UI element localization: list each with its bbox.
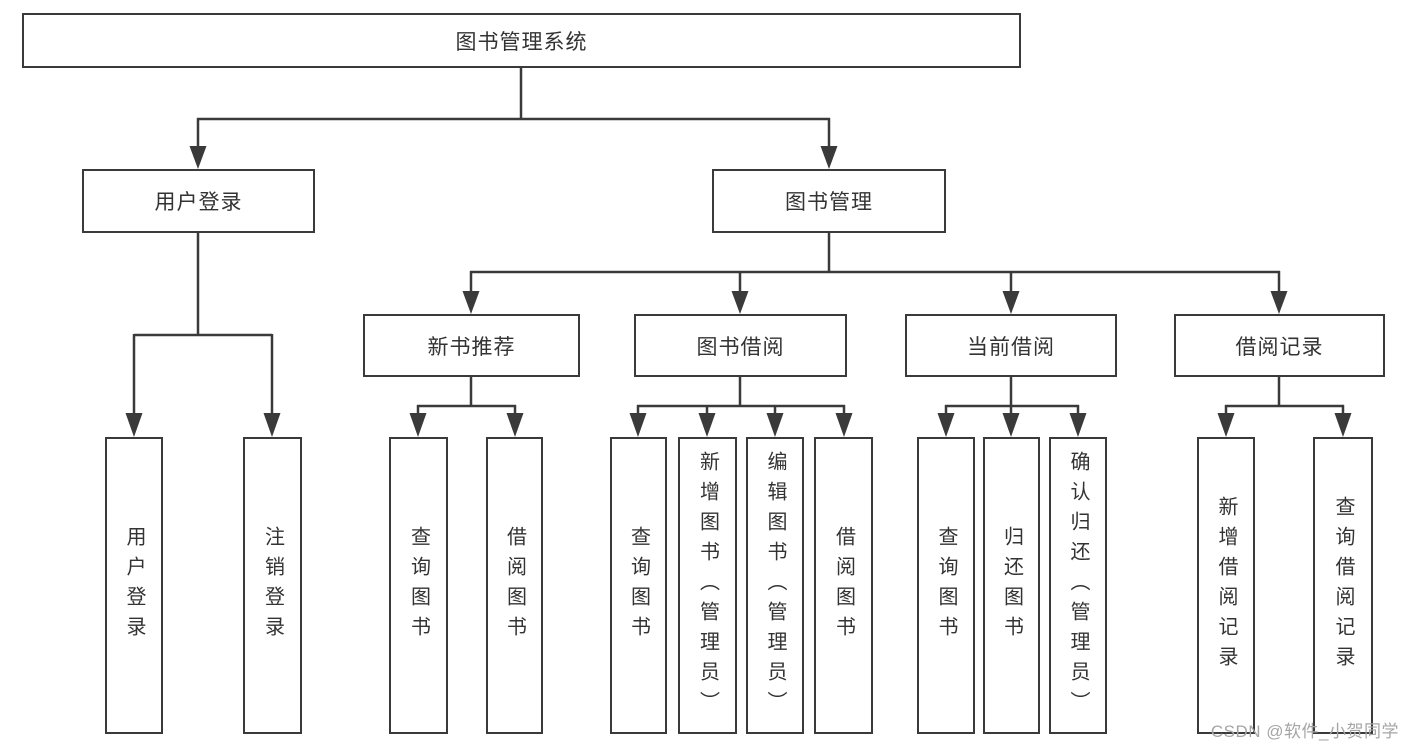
leaf-query-book-current: 查询图书 xyxy=(917,437,975,734)
node-root: 图书管理系统 xyxy=(22,13,1021,68)
node-borrow-record: 借阅记录 xyxy=(1174,314,1385,377)
node-new-book-recommend: 新书推荐 xyxy=(363,314,580,377)
leaf-logout: 注销登录 xyxy=(243,437,302,734)
leaf-query-borrow-record: 查询借阅记录 xyxy=(1313,437,1373,734)
leaf-query-book-recommend: 查询图书 xyxy=(389,437,448,734)
csdn-watermark: CSDN @软件_小贺同学 xyxy=(1210,722,1399,741)
node-user-login: 用户登录 xyxy=(82,169,315,233)
node-current-borrow: 当前借阅 xyxy=(905,314,1117,377)
node-book-borrow: 图书借阅 xyxy=(634,314,847,377)
node-book-management: 图书管理 xyxy=(712,169,946,233)
leaf-query-book-borrow: 查询图书 xyxy=(610,437,667,734)
leaf-return-book: 归还图书 xyxy=(983,437,1040,734)
arrowheads xyxy=(125,146,1352,437)
leaf-user-login: 用户登录 xyxy=(105,437,163,734)
leaf-add-borrow-record: 新增借阅记录 xyxy=(1197,437,1255,734)
leaf-confirm-return-admin: 确认归还（管理员） xyxy=(1049,437,1107,734)
leaf-borrow-book-recommend: 借阅图书 xyxy=(486,437,543,734)
leaf-borrow-book: 借阅图书 xyxy=(814,437,873,734)
leaf-add-book-admin: 新增图书（管理员） xyxy=(678,437,737,734)
leaf-edit-book-admin: 编辑图书（管理员） xyxy=(746,437,804,734)
